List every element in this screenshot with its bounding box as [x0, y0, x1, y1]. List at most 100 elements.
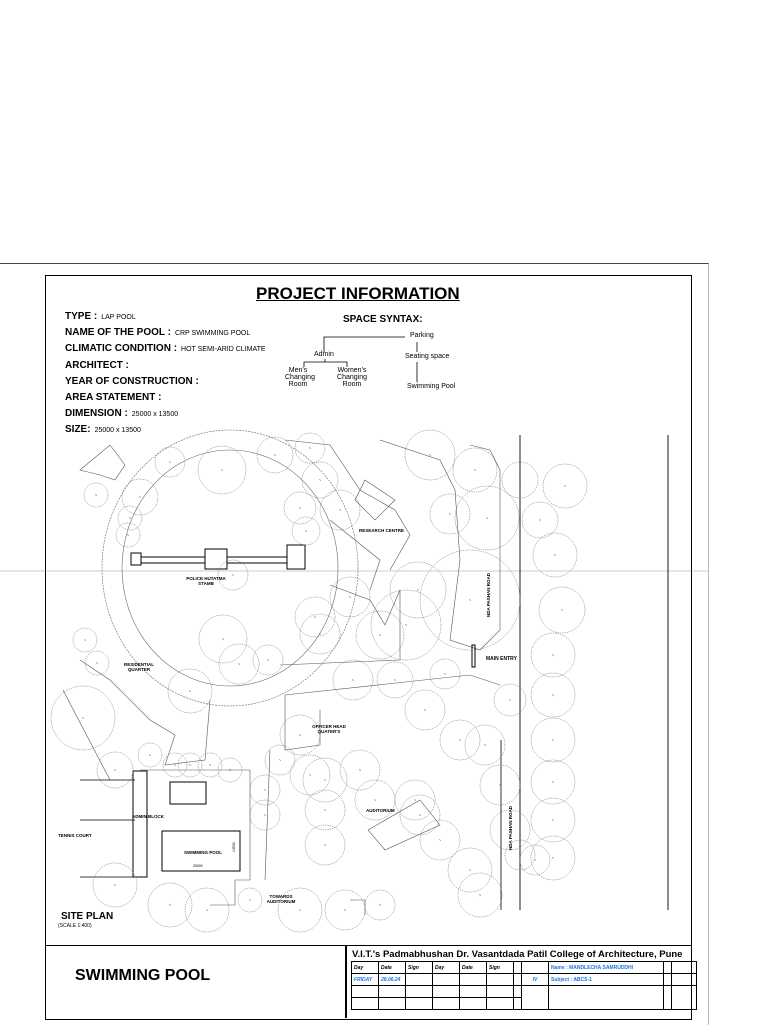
label-admin-block: ADMIN BLOCK — [132, 814, 164, 819]
tree-symbol — [294, 596, 336, 638]
tree-center — [308, 773, 312, 777]
tree-symbol — [283, 491, 317, 525]
info-row: ARCHITECT : — [65, 360, 133, 371]
tree-center — [248, 898, 252, 902]
info-row: YEAR OF CONSTRUCTION : — [65, 376, 203, 387]
project-name: SWIMMING POOL — [75, 967, 211, 984]
tree-symbol — [117, 505, 143, 531]
tree-center — [428, 453, 432, 457]
tree-symbol — [72, 627, 98, 653]
tree-center — [351, 678, 355, 682]
tree-symbol — [277, 887, 323, 933]
tree-center — [221, 637, 225, 641]
tree-center — [343, 908, 347, 912]
info-value: CRP SWIMMING POOL — [174, 330, 251, 338]
tree-symbol — [294, 432, 326, 464]
tree-center — [138, 495, 142, 499]
tree-symbol — [324, 889, 366, 931]
drawing-frame — [45, 275, 692, 1020]
tree-center — [220, 468, 224, 472]
tree-center — [551, 780, 555, 784]
info-label: TYPE : — [65, 311, 98, 322]
tree-symbol — [121, 478, 159, 516]
tree-center — [538, 518, 542, 522]
node-parking: Parking — [410, 332, 434, 339]
tree-center — [188, 763, 192, 767]
pool-height: 13500 — [232, 842, 236, 852]
semester-value: IV — [521, 973, 549, 986]
tree-symbol — [538, 586, 586, 634]
tree-symbol — [370, 589, 442, 661]
tree-center — [378, 903, 382, 907]
title-block-grid: Day Date Sign Day Date Sign Name : MANDL… — [351, 961, 697, 1010]
label-residential-quarter: RESIDENTIAL QUARTER — [124, 662, 155, 672]
tree-symbol — [530, 759, 576, 805]
tree-center — [358, 768, 362, 772]
tree-symbol — [464, 724, 506, 766]
tree-symbol — [301, 461, 339, 499]
tree-symbol — [217, 757, 243, 783]
tree-symbol — [521, 501, 559, 539]
tree-center — [508, 828, 512, 832]
tree-symbol — [452, 447, 498, 493]
info-row: CLIMATIC CONDITION :HOT SEMI-ARID CLIMAT… — [65, 343, 266, 354]
tree-center — [551, 738, 555, 742]
tree-center — [313, 615, 317, 619]
hdr-date: Date — [378, 961, 406, 974]
tree-symbol — [530, 835, 576, 881]
tree-symbol — [197, 445, 247, 495]
tree-symbol — [530, 797, 576, 843]
tree-center — [168, 903, 172, 907]
tree-center — [438, 838, 442, 842]
tree-center — [263, 788, 267, 792]
info-label: SIZE: — [65, 424, 91, 436]
tree-symbol — [530, 672, 576, 718]
tree-symbol — [279, 714, 321, 756]
tree-symbol — [167, 668, 213, 714]
tree-center — [563, 484, 567, 488]
label-towards-auditorium: TOWARDS AUDITORIUM — [266, 894, 296, 904]
tree-center — [485, 516, 489, 520]
node-admin: Admin — [314, 351, 334, 358]
tree-symbol — [115, 522, 141, 548]
tree-symbol — [256, 436, 294, 474]
tree-center — [443, 672, 447, 676]
info-row: SIZE:25000 x 13500 — [65, 424, 141, 435]
tree-symbol — [419, 549, 521, 651]
page-title: PROJECT INFORMATION — [256, 284, 460, 303]
tree-center — [518, 478, 522, 482]
tree-center — [468, 598, 472, 602]
tree-symbol — [217, 559, 249, 591]
day-value: FRIDAY — [351, 973, 379, 986]
tree-symbol — [419, 819, 461, 861]
tree-symbol — [439, 719, 481, 761]
label-police-stamb: POLICE HUTATMA STAMB — [186, 576, 226, 586]
title-block-divider — [345, 945, 347, 1018]
tree-center — [418, 813, 422, 817]
tree-center — [498, 783, 502, 787]
tree-symbol — [389, 561, 447, 619]
tree-center — [323, 843, 327, 847]
tree-symbol — [479, 764, 521, 806]
tree-center — [126, 533, 130, 537]
tree-symbol — [447, 847, 493, 893]
tree-symbol — [532, 532, 578, 578]
tree-symbol — [504, 839, 536, 871]
tree-symbol — [530, 717, 576, 763]
tree-center — [318, 632, 322, 636]
date-value: 28.06.24 — [378, 973, 406, 986]
tree-symbol — [319, 489, 361, 531]
college-name: V.I.T.'s Padmabhushan Dr. Vasantdada Pat… — [352, 949, 683, 960]
tree-center — [263, 813, 267, 817]
node-seating: Seating space — [405, 353, 450, 360]
tree-symbol — [252, 644, 284, 676]
tree-symbol — [399, 794, 441, 836]
tree-symbol — [237, 887, 263, 913]
tree-center — [298, 506, 302, 510]
tree-center — [468, 868, 472, 872]
node-mens: Men's Changing Room — [285, 367, 315, 388]
tree-center — [551, 653, 555, 657]
tree-center — [483, 743, 487, 747]
tree-symbol — [429, 493, 471, 535]
tree-symbol — [147, 882, 193, 928]
